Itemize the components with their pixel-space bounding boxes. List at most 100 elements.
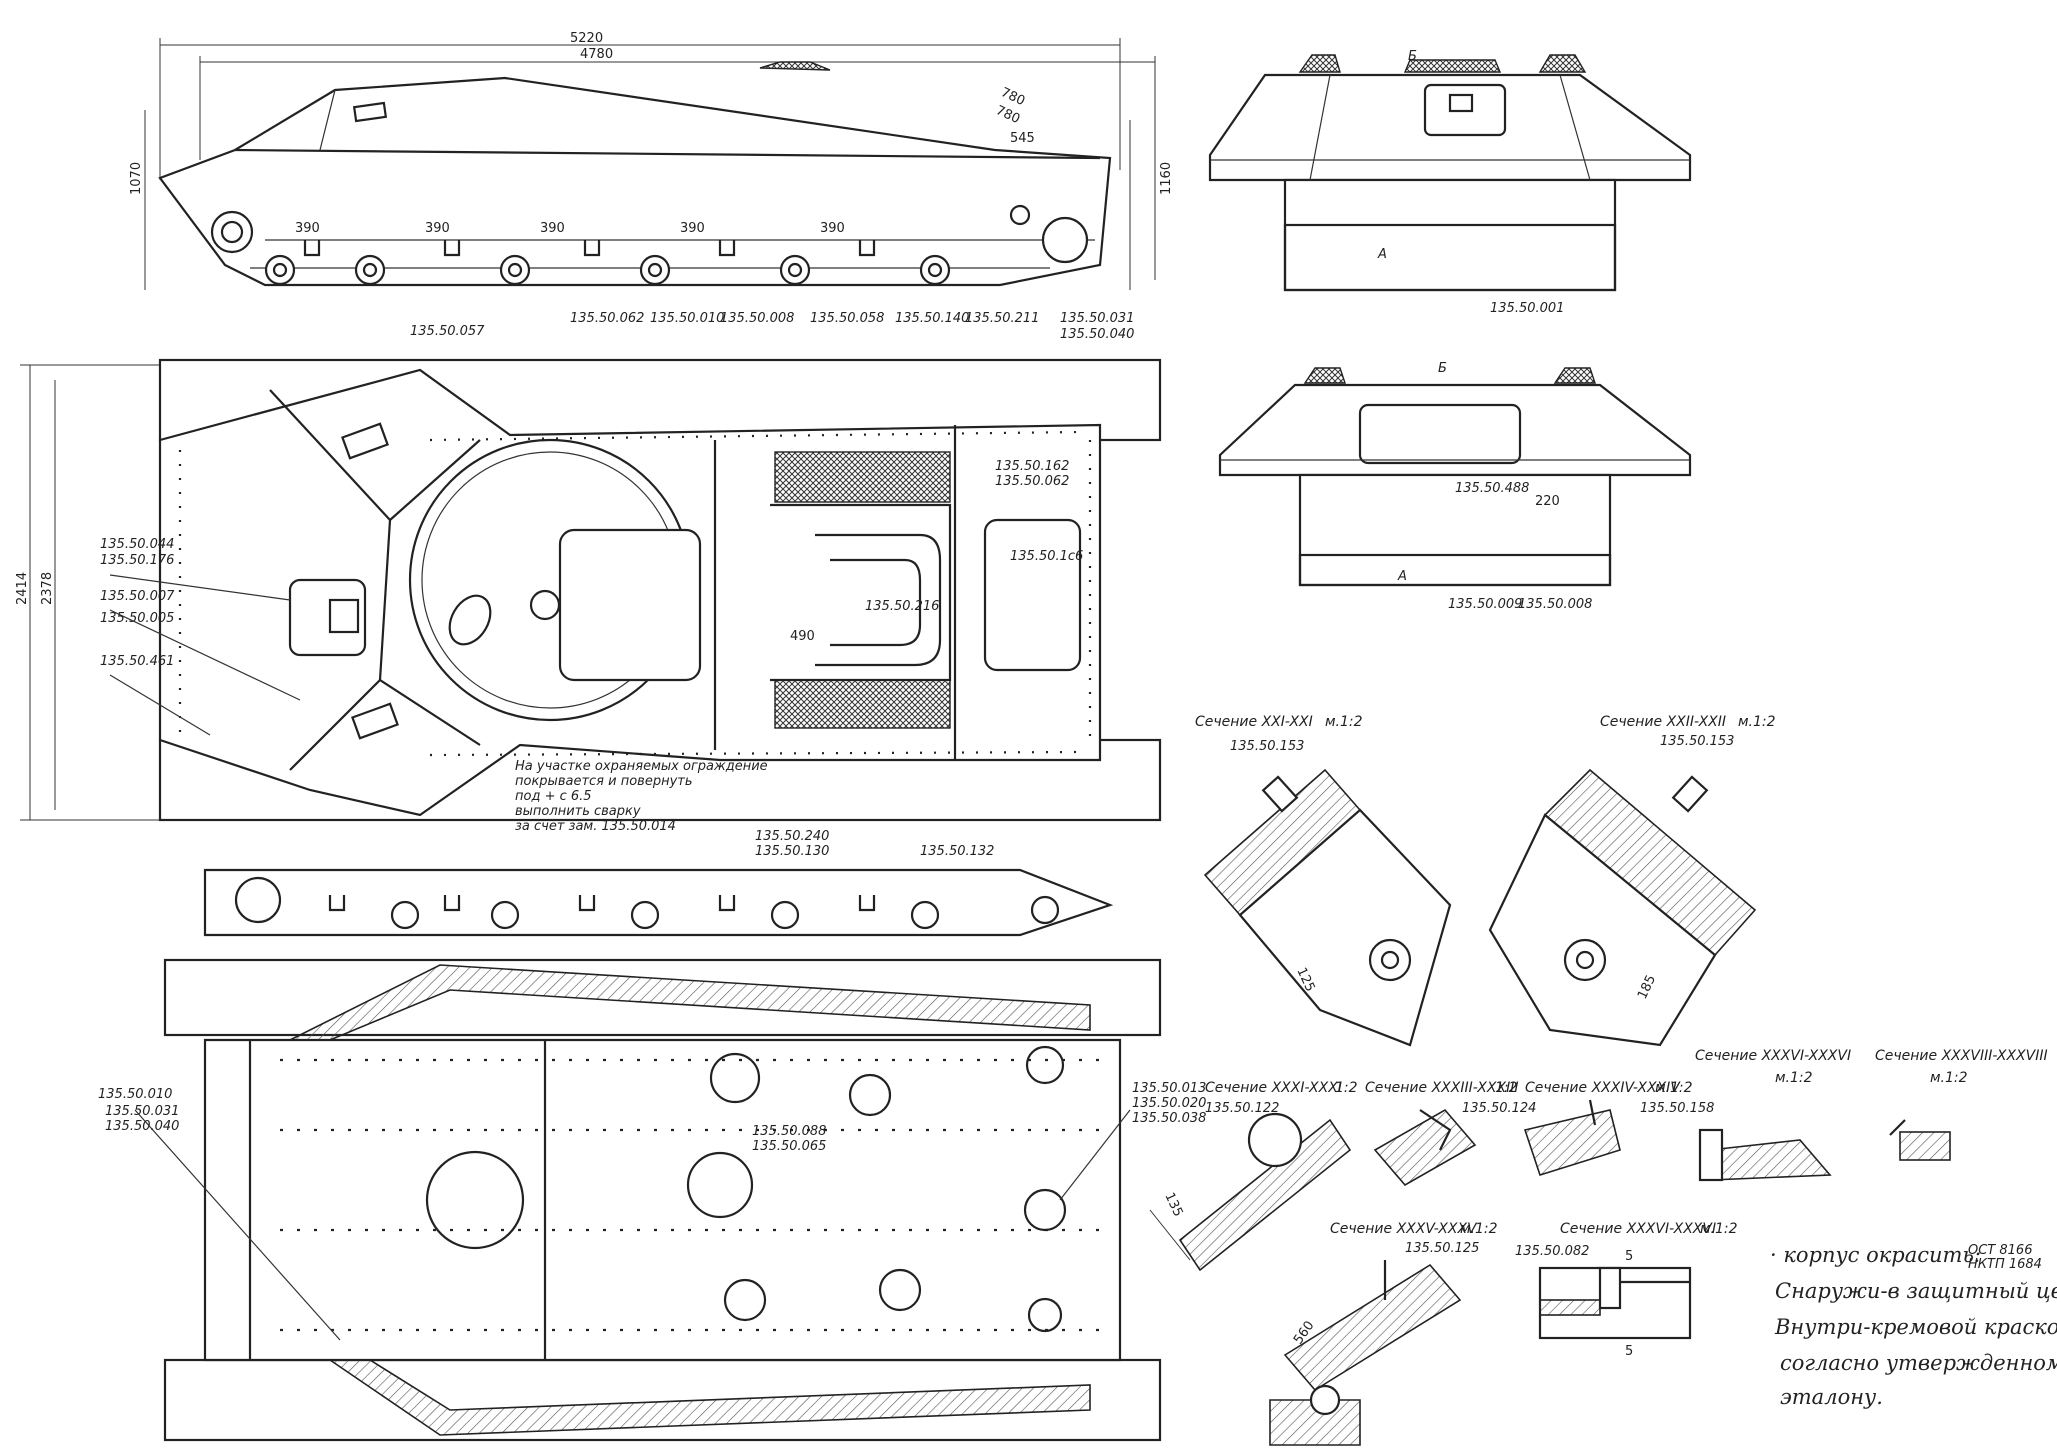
dim-overall-length: 5220 [570,31,603,46]
section-scale: м.1:2 [1325,714,1363,730]
section-title: Сечение XXXIV-XXXIV [1525,1080,1681,1096]
dim-inner-width: 2378 [40,572,55,605]
section-scale: м.1:2 [1775,1070,1813,1086]
note-line: · корпус окрасить: [1770,1243,1981,1267]
section-dim: 5 [1625,1344,1633,1359]
part-ref: 135.50.153 [1230,739,1304,754]
part-ref: 135.50.038 [1132,1111,1206,1126]
note-line: покрывается и повернуть [515,774,693,789]
part-ref: 135.50.031 [105,1104,179,1119]
part-ref: 135.50.132 [920,844,994,859]
part-ref: 135.50.058 [810,311,884,326]
part-ref: 135.50.461 [100,654,174,669]
dim-hatch-offset: 490 [790,629,815,644]
part-ref: 135.50.1c6 [1010,549,1083,564]
section-title: Сечение XXXV-XXXV [1330,1221,1478,1237]
section-title: Сечение XXXVI-XXXVI [1560,1221,1716,1237]
view-label: Б [1438,361,1447,376]
note-line: Снаружи-в защитный цвет 4БО. [1775,1279,2057,1303]
part-ref: 135.50.009 [1448,597,1522,612]
section-title: Сечение XXXIII-XXXIII [1365,1080,1518,1096]
section-scale: м.1:2 [1655,1080,1693,1096]
part-ref: 135.50.031 [1060,311,1134,326]
dim-bay-5: 390 [820,221,845,236]
part-ref: 135.50.125 [1405,1241,1479,1256]
part-ref: 135.50.013 [1132,1081,1206,1096]
part-ref: 135.50.005 [100,611,174,626]
section-XXXVI: Сечение XXXVI-XXXVI м.1:2 135.50.082 5 5 [1515,1221,1738,1359]
note-line: согласно утвержденному [1780,1351,2057,1375]
dim-hull-width: 2414 [15,572,30,605]
part-ref: 135.50.040 [1060,327,1134,342]
welding-note: На участке охраняемых ограждение покрыва… [515,759,768,834]
part-ref: 135.50.140 [895,311,969,326]
part-ref: 135.50.001 [1490,301,1564,316]
part-ref: 135.50.007 [100,589,175,604]
dim-bay-2: 390 [425,221,450,236]
part-ref: 135.50.122 [1205,1101,1279,1116]
note-line: эталону. [1780,1385,1883,1409]
part-ref: 135.50.044 [100,537,174,552]
section-scale: 1:2 [1495,1080,1518,1096]
part-ref: 135.50.008 [720,311,794,326]
section-XXXIV: Сечение XXXIV-XXXIV м.1:2 135.50.158 [1523,1080,1714,1176]
view-label: А [1397,569,1407,584]
part-ref: 135.50.040 [105,1119,179,1134]
part-ref: 135.50.008 [1518,597,1592,612]
section-title: Сечение XXII-XXII [1600,714,1726,730]
side-view: 5220 4780 1070 1160 390 390 390 390 390 [129,31,1174,342]
part-ref: 135.50.240 [755,829,829,844]
part-ref: 135.50.020 [1132,1096,1206,1111]
dim-hull-height-left: 1070 [129,162,144,195]
section-scale: м.1:2 [1930,1070,1968,1086]
section-scale: 1:2 [1335,1080,1358,1096]
rear-view: 135.50.001 Б А [1208,49,1692,316]
part-ref: 135.50.062 [570,311,644,326]
section-dim: 5 [1625,1249,1633,1264]
section-title: Сечение XXXVIII-XXXVIII [1875,1048,2048,1064]
paint-note: · корпус окрасить: Снаружи-в защитный цв… [1770,1243,2057,1409]
part-ref: 135.50.065 [752,1139,826,1154]
dim-sponson-c: 545 [1010,131,1035,146]
dim-hull-height-right: 1160 [1159,162,1174,195]
dim-bay-3: 390 [540,221,565,236]
standard-ref: НКТП 1684 [1968,1257,2042,1272]
section-XXI: Сечение XXI-XXI м.1:2 135.50.153 125 [1195,714,1452,1047]
dim-bay-4: 390 [680,221,705,236]
section-scale: м.1:2 [1700,1221,1738,1237]
section-XXXIII: Сечение XXXIII-XXXIII 1:2 135.50.124 [1365,1080,1536,1187]
section-XXXVI-small: Сечение XXXVI-XXXVI м.1:2 [1695,1048,1851,1182]
note-line: за счет зам. 135.50.014 [515,819,676,834]
underside-view: 135.50.010 135.50.031 135.50.040 135.50.… [98,958,1206,1442]
part-ref: 135.50.057 [410,324,485,339]
section-XXXVIII: Сечение XXXVIII-XXXVIII м.1:2 [1875,1048,2048,1161]
part-ref: 135.50.082 [1515,1244,1589,1259]
section-scale: м.1:2 [1460,1221,1498,1237]
section-title: Сечение XXI-XXI [1195,714,1313,730]
section-title: Сечение XXXI-XXXI [1205,1080,1342,1096]
view-label: А [1377,247,1387,262]
standard-ref: ОСТ 8166 [1968,1243,2032,1258]
note-line: под + с 6.5 [515,789,592,804]
note-line: Внутри-кремовой краской [1774,1315,2057,1339]
part-ref: 135.50.010 [650,311,724,326]
part-ref: 135.50.162 [995,459,1069,474]
dim-front-offset: 220 [1535,494,1560,509]
part-ref: 135.50.010 [98,1087,172,1102]
part-ref: 135.50.153 [1660,734,1734,749]
section-XXXI: Сечение XXXI-XXXI 1:2 135.50.122 135 [1149,1080,1358,1272]
front-view: 135.50.009 135.50.008 135.50.488 220 Б А [1218,361,1692,612]
plan-view: 2414 2378 135.50.044 135.50.176 [15,358,1162,859]
part-ref: 135.50.130 [755,844,829,859]
section-XXII: Сечение XXII-XXII м.1:2 135.50.153 185 [1488,714,1776,1047]
side-plate-view [203,868,1114,937]
part-ref: 135.50.211 [965,311,1039,326]
part-ref: 135.50.062 [995,474,1069,489]
part-ref: 135.50.216 [865,599,939,614]
view-label: Б [1408,49,1417,64]
section-scale: м.1:2 [1738,714,1776,730]
part-ref: 135.50.488 [1455,481,1529,496]
section-title: Сечение XXXVI-XXXVI [1695,1048,1851,1064]
section-XXXV: Сечение XXXV-XXXV м.1:2 135.50.125 560 [1269,1221,1498,1446]
